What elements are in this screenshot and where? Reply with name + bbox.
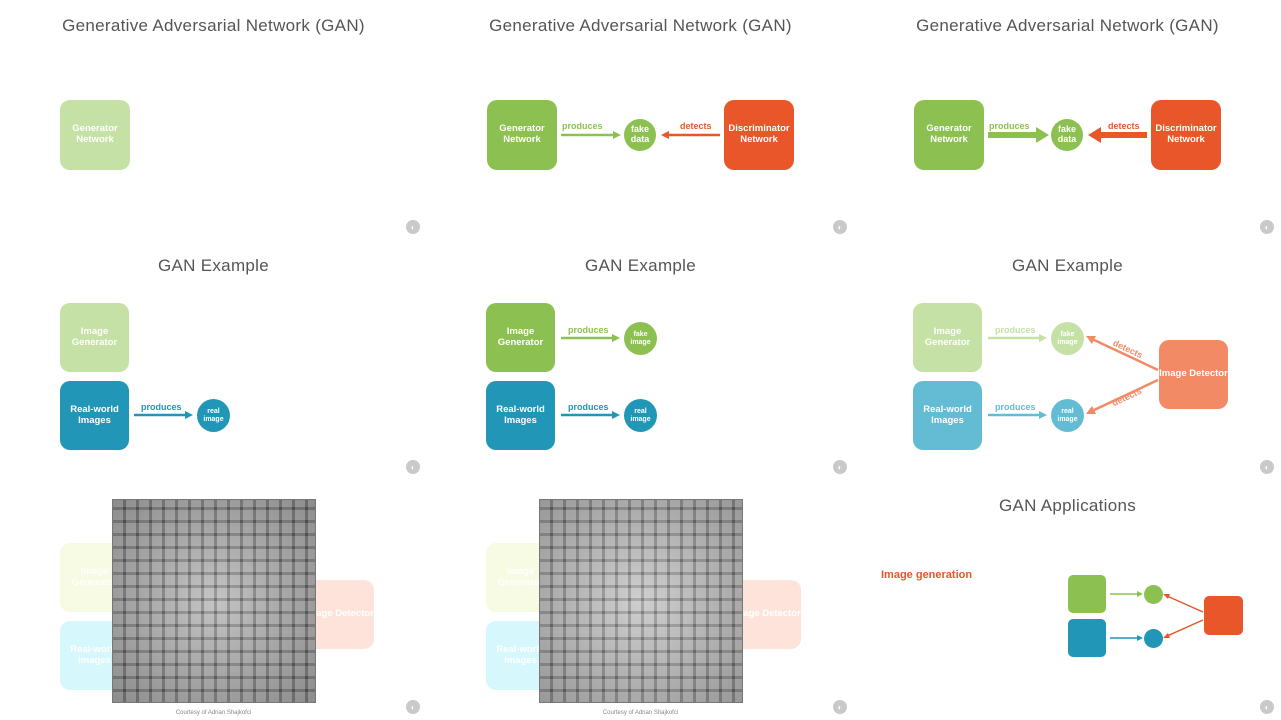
fake-data-circle: fake data [624, 119, 656, 151]
detects-arrowhead [1088, 127, 1101, 143]
generator-mini-box [1068, 575, 1106, 613]
slide-gan-intro-3: Generative Adversarial Network (GAN) Gen… [854, 0, 1281, 240]
image-detector-box: Image Detector [1159, 340, 1228, 409]
slide-gan-example-2: GAN Example Image Generator Real-world I… [427, 240, 854, 480]
generator-network-box: Generator Network [60, 100, 130, 170]
mini-real-arrowhead [1137, 635, 1143, 641]
slide-gan-example-1: GAN Example Image Generator Real-world I… [0, 240, 427, 480]
produces-fake-label: produces [568, 325, 609, 335]
generator-network-box: Generator Network [914, 100, 984, 170]
detector-mini-box [1204, 596, 1243, 635]
mini-detects-bottom-arrowhead [1163, 633, 1170, 638]
player-logo-icon: ◐ [833, 460, 847, 474]
produces-real-label: produces [995, 402, 1036, 412]
real-world-images-box: Real-world Images [913, 381, 982, 450]
produces-label: produces [989, 121, 1030, 131]
diagram-arrows [561, 131, 720, 139]
application-item: Image generation [881, 569, 973, 581]
player-logo-icon: ◐ [1260, 460, 1274, 474]
produces-arrowhead [1036, 127, 1049, 143]
produces-fake-label: produces [995, 325, 1036, 335]
mini-real-circle [1144, 629, 1163, 648]
player-logo-icon: ◐ [833, 220, 847, 234]
diagram-arrows [561, 334, 620, 419]
detects-label: detects [1108, 121, 1140, 131]
produces-real-label: produces [568, 402, 609, 412]
detects-arrowhead [661, 131, 669, 139]
discriminator-network-box: Discriminator Network [1151, 100, 1221, 170]
detects-top-arrow [1091, 337, 1159, 372]
slide-title: GAN Example [157, 256, 269, 275]
player-logo-icon: ◐ [1260, 220, 1274, 234]
image-generator-box: Image Generator [60, 303, 129, 372]
mini-fake-arrowhead [1137, 591, 1143, 597]
image-detector-box: Image Detector [305, 580, 374, 649]
detects-bottom-arrow [1091, 378, 1159, 413]
produces-label: produces [141, 402, 182, 412]
slide-title: Generative Adversarial Network (GAN) [916, 16, 1219, 35]
mini-detects-bottom-arrow [1166, 619, 1204, 637]
diagram-arrows [1110, 591, 1204, 641]
real-image-circle: real image [624, 399, 657, 432]
slide-title: GAN Example [1011, 256, 1123, 275]
mini-detects-top-arrow [1166, 595, 1204, 613]
produces-arrowhead [613, 131, 621, 139]
image-credit: Courtesy of Adrian Shajkofci [175, 710, 252, 716]
real-image-circle: real image [1051, 399, 1084, 432]
slide-gan-example-3: GAN Example Image Generator Real-world I… [854, 240, 1281, 480]
mini-fake-circle [1144, 585, 1163, 604]
generated-faces-grid [539, 499, 743, 703]
diagram-arrows [134, 411, 193, 419]
fake-image-circle: fake image [1051, 322, 1084, 355]
fake-image-circle: fake image [624, 322, 657, 355]
player-logo-icon: ◐ [406, 460, 420, 474]
player-logo-icon: ◐ [406, 220, 420, 234]
detects-label: detects [680, 121, 712, 131]
image-detector-box: Image Detector [732, 580, 801, 649]
real-world-images-box: Real-world Images [60, 381, 129, 450]
image-credit: Courtesy of Adrian Shajkofci [602, 710, 679, 716]
generated-faces-grid [112, 499, 316, 703]
image-generator-box: Image Generator [913, 303, 982, 372]
slide-gan-intro-2: Generative Adversarial Network (GAN) Gen… [427, 0, 854, 240]
produces-fake-arrowhead [1039, 334, 1047, 342]
produces-real-arrowhead [612, 411, 620, 419]
real-world-images-box: Real-world Images [486, 381, 555, 450]
slide-gan-applications: GAN Applications Image generation ◐ [854, 480, 1281, 720]
fake-data-circle: fake data [1051, 119, 1083, 151]
slide-gan-faces-2: Image Generator Real-world Images Image … [427, 480, 854, 720]
generator-network-box: Generator Network [487, 100, 557, 170]
produces-arrowhead [185, 411, 193, 419]
slide-title: GAN Example [584, 256, 696, 275]
image-generator-box: Image Generator [486, 303, 555, 372]
produces-label: produces [562, 121, 603, 131]
produces-real-arrowhead [1039, 411, 1047, 419]
slide-title: GAN Applications [998, 496, 1137, 515]
mini-detects-top-arrowhead [1163, 594, 1170, 599]
produces-fake-arrowhead [612, 334, 620, 342]
detects-top-arrowhead [1086, 336, 1096, 344]
player-logo-icon: ◐ [1260, 700, 1274, 714]
slide-gan-faces-1: Image Generator Real-world Images Image … [0, 480, 427, 720]
discriminator-network-box: Discriminator Network [724, 100, 794, 170]
slide-title: Generative Adversarial Network (GAN) [489, 16, 792, 35]
detects-bottom-arrowhead [1086, 406, 1096, 414]
slide-title: Generative Adversarial Network (GAN) [62, 16, 365, 35]
diagram-arrows [988, 127, 1147, 143]
real-image-circle: real image [197, 399, 230, 432]
diagram-arrows [988, 334, 1159, 419]
player-logo-icon: ◐ [833, 700, 847, 714]
slide-gan-intro-1: Generative Adversarial Network (GAN) Gen… [0, 0, 427, 240]
player-logo-icon: ◐ [406, 700, 420, 714]
real-images-mini-box [1068, 619, 1106, 657]
